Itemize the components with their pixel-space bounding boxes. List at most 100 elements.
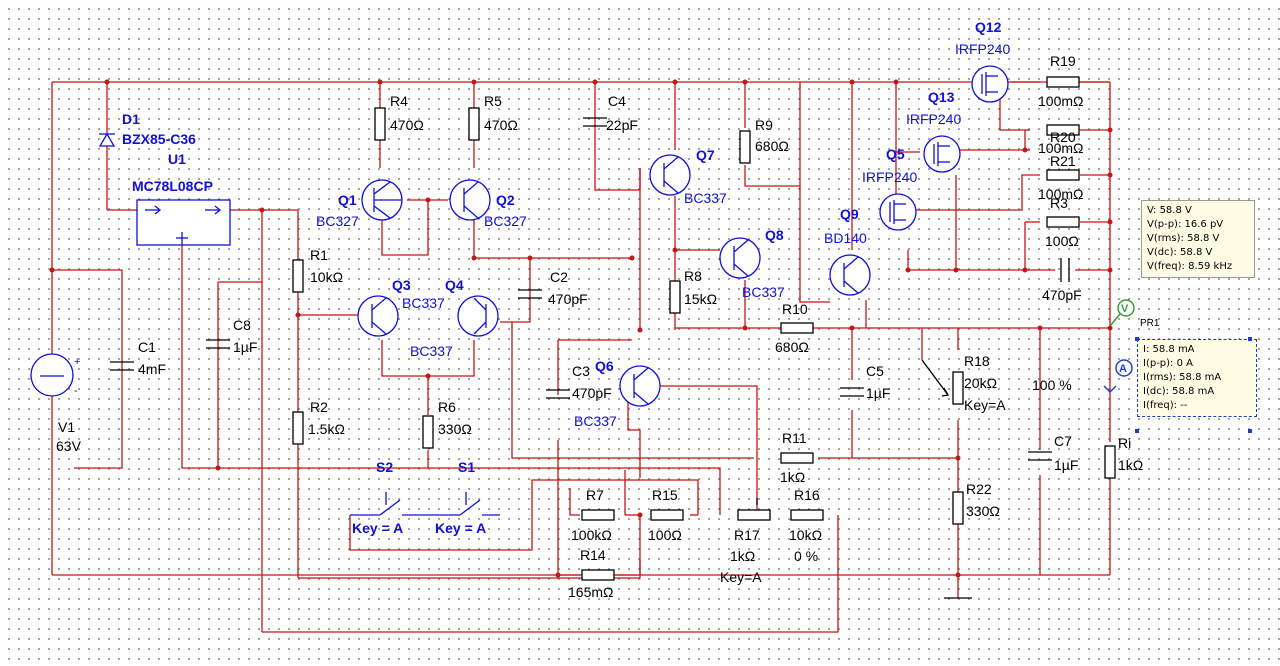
r7-value: 100kΩ xyxy=(571,527,612,543)
capacitor-c2[interactable] xyxy=(518,289,542,299)
c8-ref: C8 xyxy=(233,317,251,333)
selection-handle[interactable] xyxy=(1248,429,1252,433)
resistor-r22[interactable] xyxy=(952,491,964,525)
r15-ref: R15 xyxy=(652,487,678,503)
u1-ref: U1 xyxy=(168,151,186,167)
r16-ref: R16 xyxy=(794,487,820,503)
r20-ref: R20 xyxy=(1050,129,1076,145)
capacitor-c3[interactable] xyxy=(546,389,570,399)
v1-value: 63V xyxy=(56,438,82,454)
capacitor-c1[interactable] xyxy=(110,361,134,371)
ri-value: 1kΩ xyxy=(1118,457,1143,473)
q2-value: BC327 xyxy=(484,213,527,229)
resistor-r3[interactable] xyxy=(1046,216,1080,228)
capacitor-c7[interactable] xyxy=(1028,451,1052,461)
potentiometer-r17[interactable] xyxy=(737,498,771,521)
resistor-r9[interactable] xyxy=(739,130,751,164)
transistor-q1[interactable] xyxy=(361,179,403,221)
c3-value: 470pF xyxy=(572,385,612,401)
selection-handle[interactable] xyxy=(1135,429,1139,433)
q8-value: BC337 xyxy=(742,284,785,300)
resistor-r8[interactable] xyxy=(669,280,681,314)
transistor-q2[interactable] xyxy=(449,179,491,221)
r22-ref: R22 xyxy=(966,481,992,497)
r4-value: 470Ω xyxy=(390,117,424,133)
transistor-q4[interactable] xyxy=(457,295,499,337)
voltage-probe-symbol: V xyxy=(1121,303,1129,315)
resistor-r6[interactable] xyxy=(422,415,434,449)
r7-ref: R7 xyxy=(586,487,604,503)
selection-handle[interactable] xyxy=(1248,337,1252,341)
resistor-r7[interactable] xyxy=(581,509,615,521)
current-probe-readout[interactable]: I: 58.8 mA I(p-p): 0 A I(rms): 58.8 mA I… xyxy=(1137,339,1257,417)
capacitor-c5[interactable] xyxy=(840,387,864,397)
r10-ref: R10 xyxy=(782,301,808,317)
regulator-u1[interactable] xyxy=(136,199,231,246)
resistor-r21[interactable] xyxy=(1046,169,1080,181)
resistor-r1[interactable] xyxy=(292,259,304,293)
r11-value: 1kΩ xyxy=(780,469,805,485)
mosfet-q13[interactable] xyxy=(923,135,961,173)
junctions xyxy=(49,79,1113,578)
r21-value: 100mΩ xyxy=(1038,186,1084,202)
mosfet-q5[interactable] xyxy=(879,193,917,231)
capacitor-c8[interactable] xyxy=(206,339,230,349)
c2-value: 470pF xyxy=(548,291,588,307)
voltage-probe-marker[interactable] xyxy=(1109,299,1135,327)
transistor-q6[interactable] xyxy=(619,365,661,407)
resistor-r14[interactable] xyxy=(581,569,615,581)
resistor-r4[interactable] xyxy=(374,107,386,141)
mosfet-q12[interactable] xyxy=(971,65,1009,103)
transistor-q3[interactable] xyxy=(357,295,399,337)
ri-ref: Ri xyxy=(1118,435,1131,451)
transistor-q7[interactable] xyxy=(649,154,691,196)
r18-setting: 100 % xyxy=(1032,377,1072,393)
selection-handle[interactable] xyxy=(1135,337,1139,341)
r5-ref: R5 xyxy=(484,93,502,109)
r16-value: 10kΩ xyxy=(789,527,822,543)
capacitor-c6[interactable] xyxy=(1060,258,1070,282)
q5-ref: Q5 xyxy=(886,146,905,162)
q13-ref: Q13 xyxy=(928,89,955,105)
current-probe-marker[interactable] xyxy=(1103,359,1133,394)
s2-ref: S2 xyxy=(376,459,393,475)
resistor-r11[interactable] xyxy=(780,452,814,464)
resistor-r10[interactable] xyxy=(780,322,814,334)
c6-value: 470pF xyxy=(1042,287,1082,303)
q4-ref: Q4 xyxy=(445,277,464,293)
q1-value: BC327 xyxy=(316,213,359,229)
q6-ref: Q6 xyxy=(595,358,614,374)
transistor-q9[interactable] xyxy=(829,254,871,296)
current-pp-reading: I(p-p): 0 A xyxy=(1143,358,1193,369)
capacitor-c4[interactable] xyxy=(583,117,607,127)
resistor-r19[interactable] xyxy=(1046,76,1080,88)
q13-value: IRFP240 xyxy=(906,111,961,127)
resistor-r16[interactable] xyxy=(790,509,824,521)
s1-ref: S1 xyxy=(458,459,475,475)
current-probe-symbol: A xyxy=(1119,363,1127,375)
switch-s2[interactable] xyxy=(350,492,428,516)
r17-ref: R17 xyxy=(734,527,760,543)
u1-value: MC78L08CP xyxy=(132,178,213,194)
q8-ref: Q8 xyxy=(765,227,784,243)
resistor-ri[interactable] xyxy=(1104,445,1116,479)
r19-ref: R19 xyxy=(1050,53,1076,69)
r1-value: 10kΩ xyxy=(310,269,343,285)
resistor-r5[interactable] xyxy=(468,107,480,141)
voltage-source-v1[interactable]: + - xyxy=(30,353,80,397)
switch-s1[interactable] xyxy=(428,492,500,516)
c5-ref: C5 xyxy=(866,363,884,379)
r9-ref: R9 xyxy=(755,117,773,133)
resistor-r15[interactable] xyxy=(650,509,684,521)
transistor-q8[interactable] xyxy=(719,237,761,279)
q4-value: BC337 xyxy=(410,343,453,359)
voltage-reading: V: 58.8 V xyxy=(1147,205,1192,216)
current-reading: I: 58.8 mA xyxy=(1143,344,1195,355)
pr1-ref: PR1 xyxy=(1140,318,1160,329)
zener-diode-d1[interactable] xyxy=(98,132,116,147)
potentiometer-r18[interactable] xyxy=(921,359,964,405)
c2-ref: C2 xyxy=(550,269,568,285)
q3-ref: Q3 xyxy=(392,277,411,293)
resistor-r2[interactable] xyxy=(292,411,304,445)
q6-value: BC337 xyxy=(574,413,617,429)
